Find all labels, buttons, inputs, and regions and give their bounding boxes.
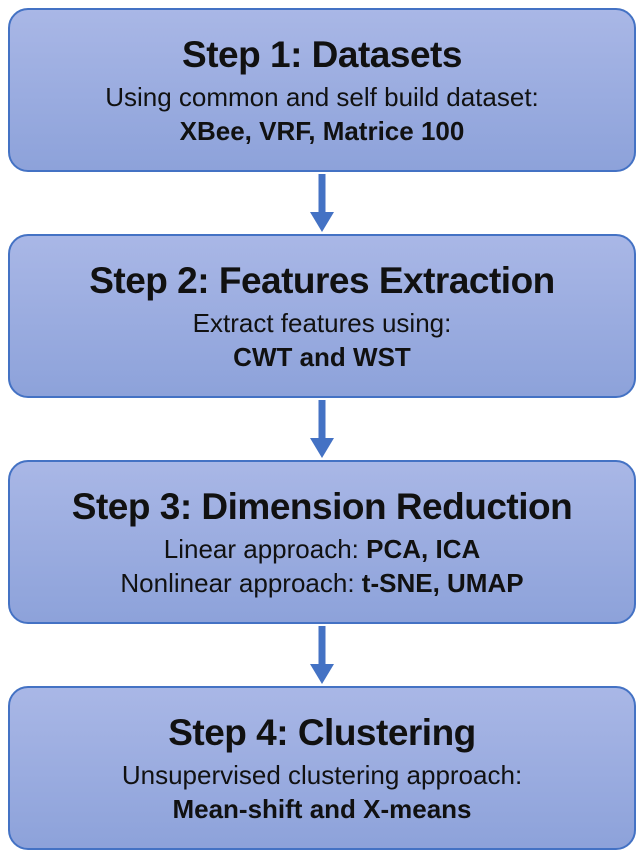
step-2-title: Step 2: Features Extraction <box>89 259 555 301</box>
down-arrow-icon <box>310 626 334 684</box>
step-3-line-2-normal: Nonlinear approach: <box>120 567 362 598</box>
step-3-line-1-bold: PCA, ICA <box>366 533 481 564</box>
step-2-line-1: Extract features using: <box>193 307 452 341</box>
arrow-gap-2 <box>8 398 636 460</box>
step-1-title: Step 1: Datasets <box>182 33 462 75</box>
down-arrow-icon <box>310 400 334 458</box>
step-4-line-2: Mean-shift and X-means <box>172 793 471 827</box>
step-2-line-2: CWT and WST <box>233 341 411 375</box>
step-3-line-1: Linear approach: PCA, ICA <box>164 533 481 567</box>
step-2-line-1-normal: Extract features using: <box>192 307 452 338</box>
arrow-gap-1 <box>8 172 636 234</box>
step-4-line-1-normal: Unsupervised clustering approach: <box>121 759 523 790</box>
step-2-line-2-bold: CWT and WST <box>233 341 411 372</box>
step-1-line-1-normal: Using common and self build dataset: <box>105 81 539 112</box>
step-1-line-2-bold: XBee, VRF, Matrice 100 <box>179 115 465 146</box>
step-3-title: Step 3: Dimension Reduction <box>71 485 573 527</box>
step-3-box: Step 3: Dimension Reduction Linear appro… <box>8 460 636 624</box>
step-1-line-1: Using common and self build dataset: <box>105 81 539 115</box>
down-arrow-icon <box>310 174 334 232</box>
step-1-box: Step 1: Datasets Using common and self b… <box>8 8 636 172</box>
step-3-line-2: Nonlinear approach: t-SNE, UMAP <box>120 567 523 601</box>
arrow-gap-3 <box>8 624 636 686</box>
step-4-line-2-bold: Mean-shift and X-means <box>172 793 472 824</box>
step-4-line-1: Unsupervised clustering approach: <box>122 759 522 793</box>
step-3-line-2-bold: t-SNE, UMAP <box>361 567 524 598</box>
step-3-line-1-normal: Linear approach: <box>163 533 367 564</box>
step-2-box: Step 2: Features Extraction Extract feat… <box>8 234 636 398</box>
step-4-box: Step 4: Clustering Unsupervised clusteri… <box>8 686 636 850</box>
step-1-line-2: XBee, VRF, Matrice 100 <box>180 115 465 149</box>
step-4-title: Step 4: Clustering <box>168 711 476 753</box>
